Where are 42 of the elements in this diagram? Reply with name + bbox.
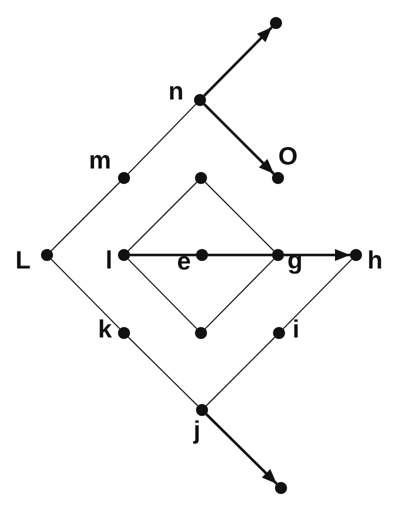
- point-label: O: [278, 144, 298, 170]
- point-dot: [41, 249, 53, 261]
- point-dot: [273, 327, 285, 339]
- line: [50, 258, 120, 330]
- line: [50, 182, 120, 252]
- point-dot: [272, 172, 284, 184]
- point-dot: [350, 249, 362, 261]
- point-dot: [194, 94, 206, 106]
- point-dot: [118, 172, 130, 184]
- point-label: g: [287, 248, 303, 274]
- point-dot: [195, 327, 207, 339]
- arrow: [203, 26, 273, 97]
- point-label: e: [177, 250, 191, 274]
- point-label: k: [98, 318, 112, 342]
- point-label: l: [106, 248, 112, 274]
- arrow: [205, 413, 278, 485]
- point-dot: [196, 249, 208, 261]
- line: [128, 258, 198, 330]
- point-label: h: [367, 248, 383, 274]
- line: [128, 336, 198, 406]
- line: [204, 258, 274, 330]
- line: [130, 254, 196, 256]
- arrow: [284, 249, 350, 261]
- line: [128, 104, 196, 174]
- point-label: L: [15, 248, 31, 274]
- point-label: i: [292, 318, 300, 342]
- point-dot: [270, 17, 282, 29]
- point-dot: [275, 482, 287, 494]
- line: [128, 182, 198, 252]
- line: [206, 336, 276, 406]
- point-dot: [118, 249, 130, 261]
- point-dot: [195, 172, 207, 184]
- point-dot: [196, 404, 208, 416]
- point-label: n: [168, 80, 184, 104]
- line: [208, 254, 272, 256]
- point-dot: [118, 327, 130, 339]
- line: [204, 182, 274, 252]
- point-label: m: [88, 148, 112, 174]
- point-label: j: [194, 418, 200, 444]
- point-dot: [272, 249, 284, 261]
- line: [282, 258, 352, 330]
- arrow: [203, 103, 275, 175]
